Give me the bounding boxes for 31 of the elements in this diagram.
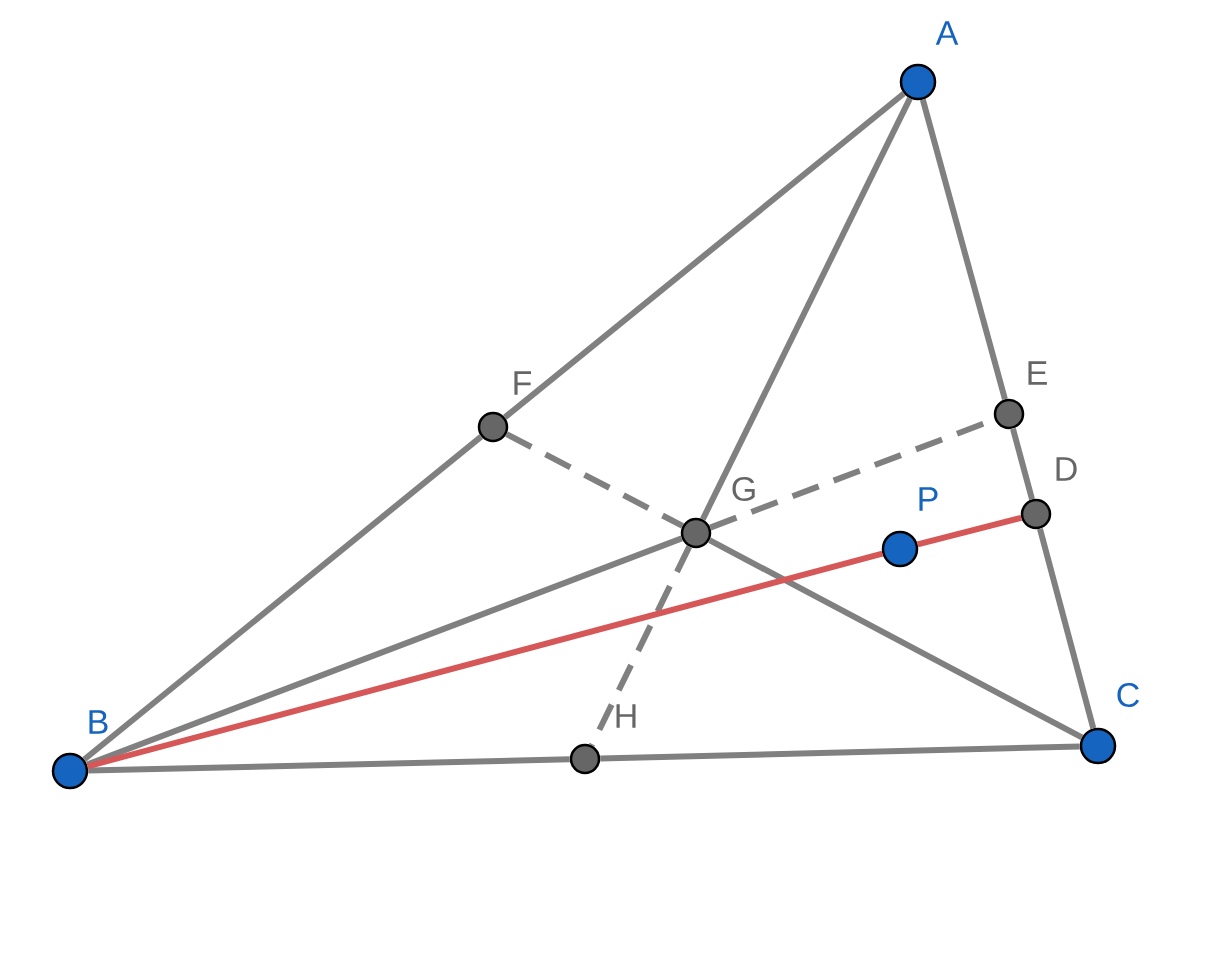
node-label: A <box>935 21 959 45</box>
segment <box>82 434 484 762</box>
node-label: E <box>1028 361 1047 385</box>
segment <box>708 537 1084 741</box>
node-label: D <box>1056 457 1077 481</box>
labelled-point: P <box>881 487 938 568</box>
node-label: B <box>89 710 108 734</box>
segment <box>700 97 913 521</box>
labelled-point: E <box>993 361 1047 430</box>
segment <box>600 743 1080 762</box>
segment <box>1010 427 1035 501</box>
segment <box>502 91 906 420</box>
node-label: H <box>616 704 636 728</box>
labelled-point: D <box>1020 457 1077 530</box>
labelled-point: C <box>1079 682 1139 765</box>
node-label: G <box>732 476 755 502</box>
labelled-point: G <box>680 476 755 549</box>
segment <box>86 550 884 770</box>
labelled-point: F <box>477 371 532 443</box>
labelled-point: A <box>899 21 959 101</box>
node-label: P <box>919 487 938 511</box>
labelled-point: H <box>569 704 636 775</box>
labelled-point: B <box>51 710 108 790</box>
segment <box>919 98 1008 401</box>
node-label: F <box>514 371 532 395</box>
dashed-segment <box>505 431 684 529</box>
segment <box>88 756 570 774</box>
segment <box>1037 527 1097 730</box>
dashed-segment <box>589 545 692 747</box>
segment <box>916 514 1022 548</box>
node-label: C <box>1117 682 1139 708</box>
